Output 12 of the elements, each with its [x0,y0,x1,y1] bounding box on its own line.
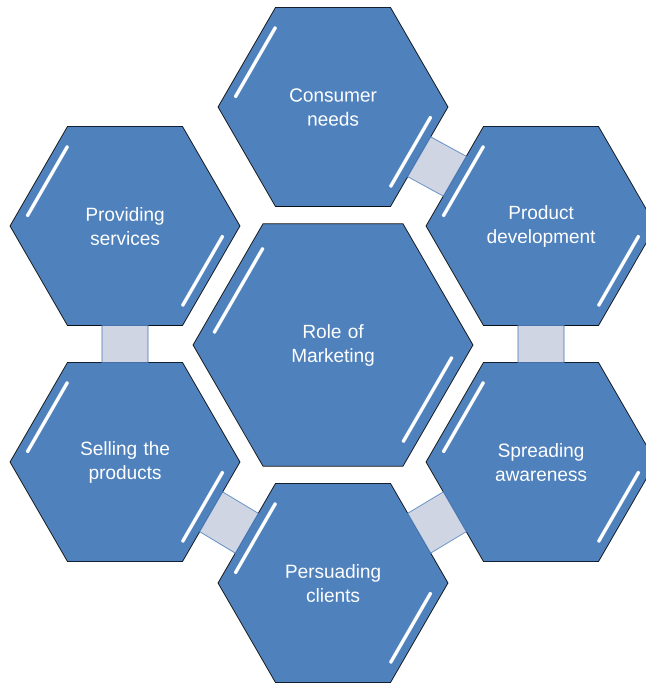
connector-band [518,325,564,363]
hexagon: Spreading awareness [426,362,646,562]
connector-band [102,325,148,363]
hexagon: Selling the products [10,362,240,562]
hexagon: Consumer needs [218,7,448,207]
connector-band [407,136,467,197]
hexagon: Persuading clients [218,483,448,683]
hexagon: Product development [426,126,646,326]
hexagon: Providing services [10,126,240,326]
connector-band [407,491,467,554]
connector-band [199,491,259,554]
hexagon: Role of Marketing [192,223,474,467]
